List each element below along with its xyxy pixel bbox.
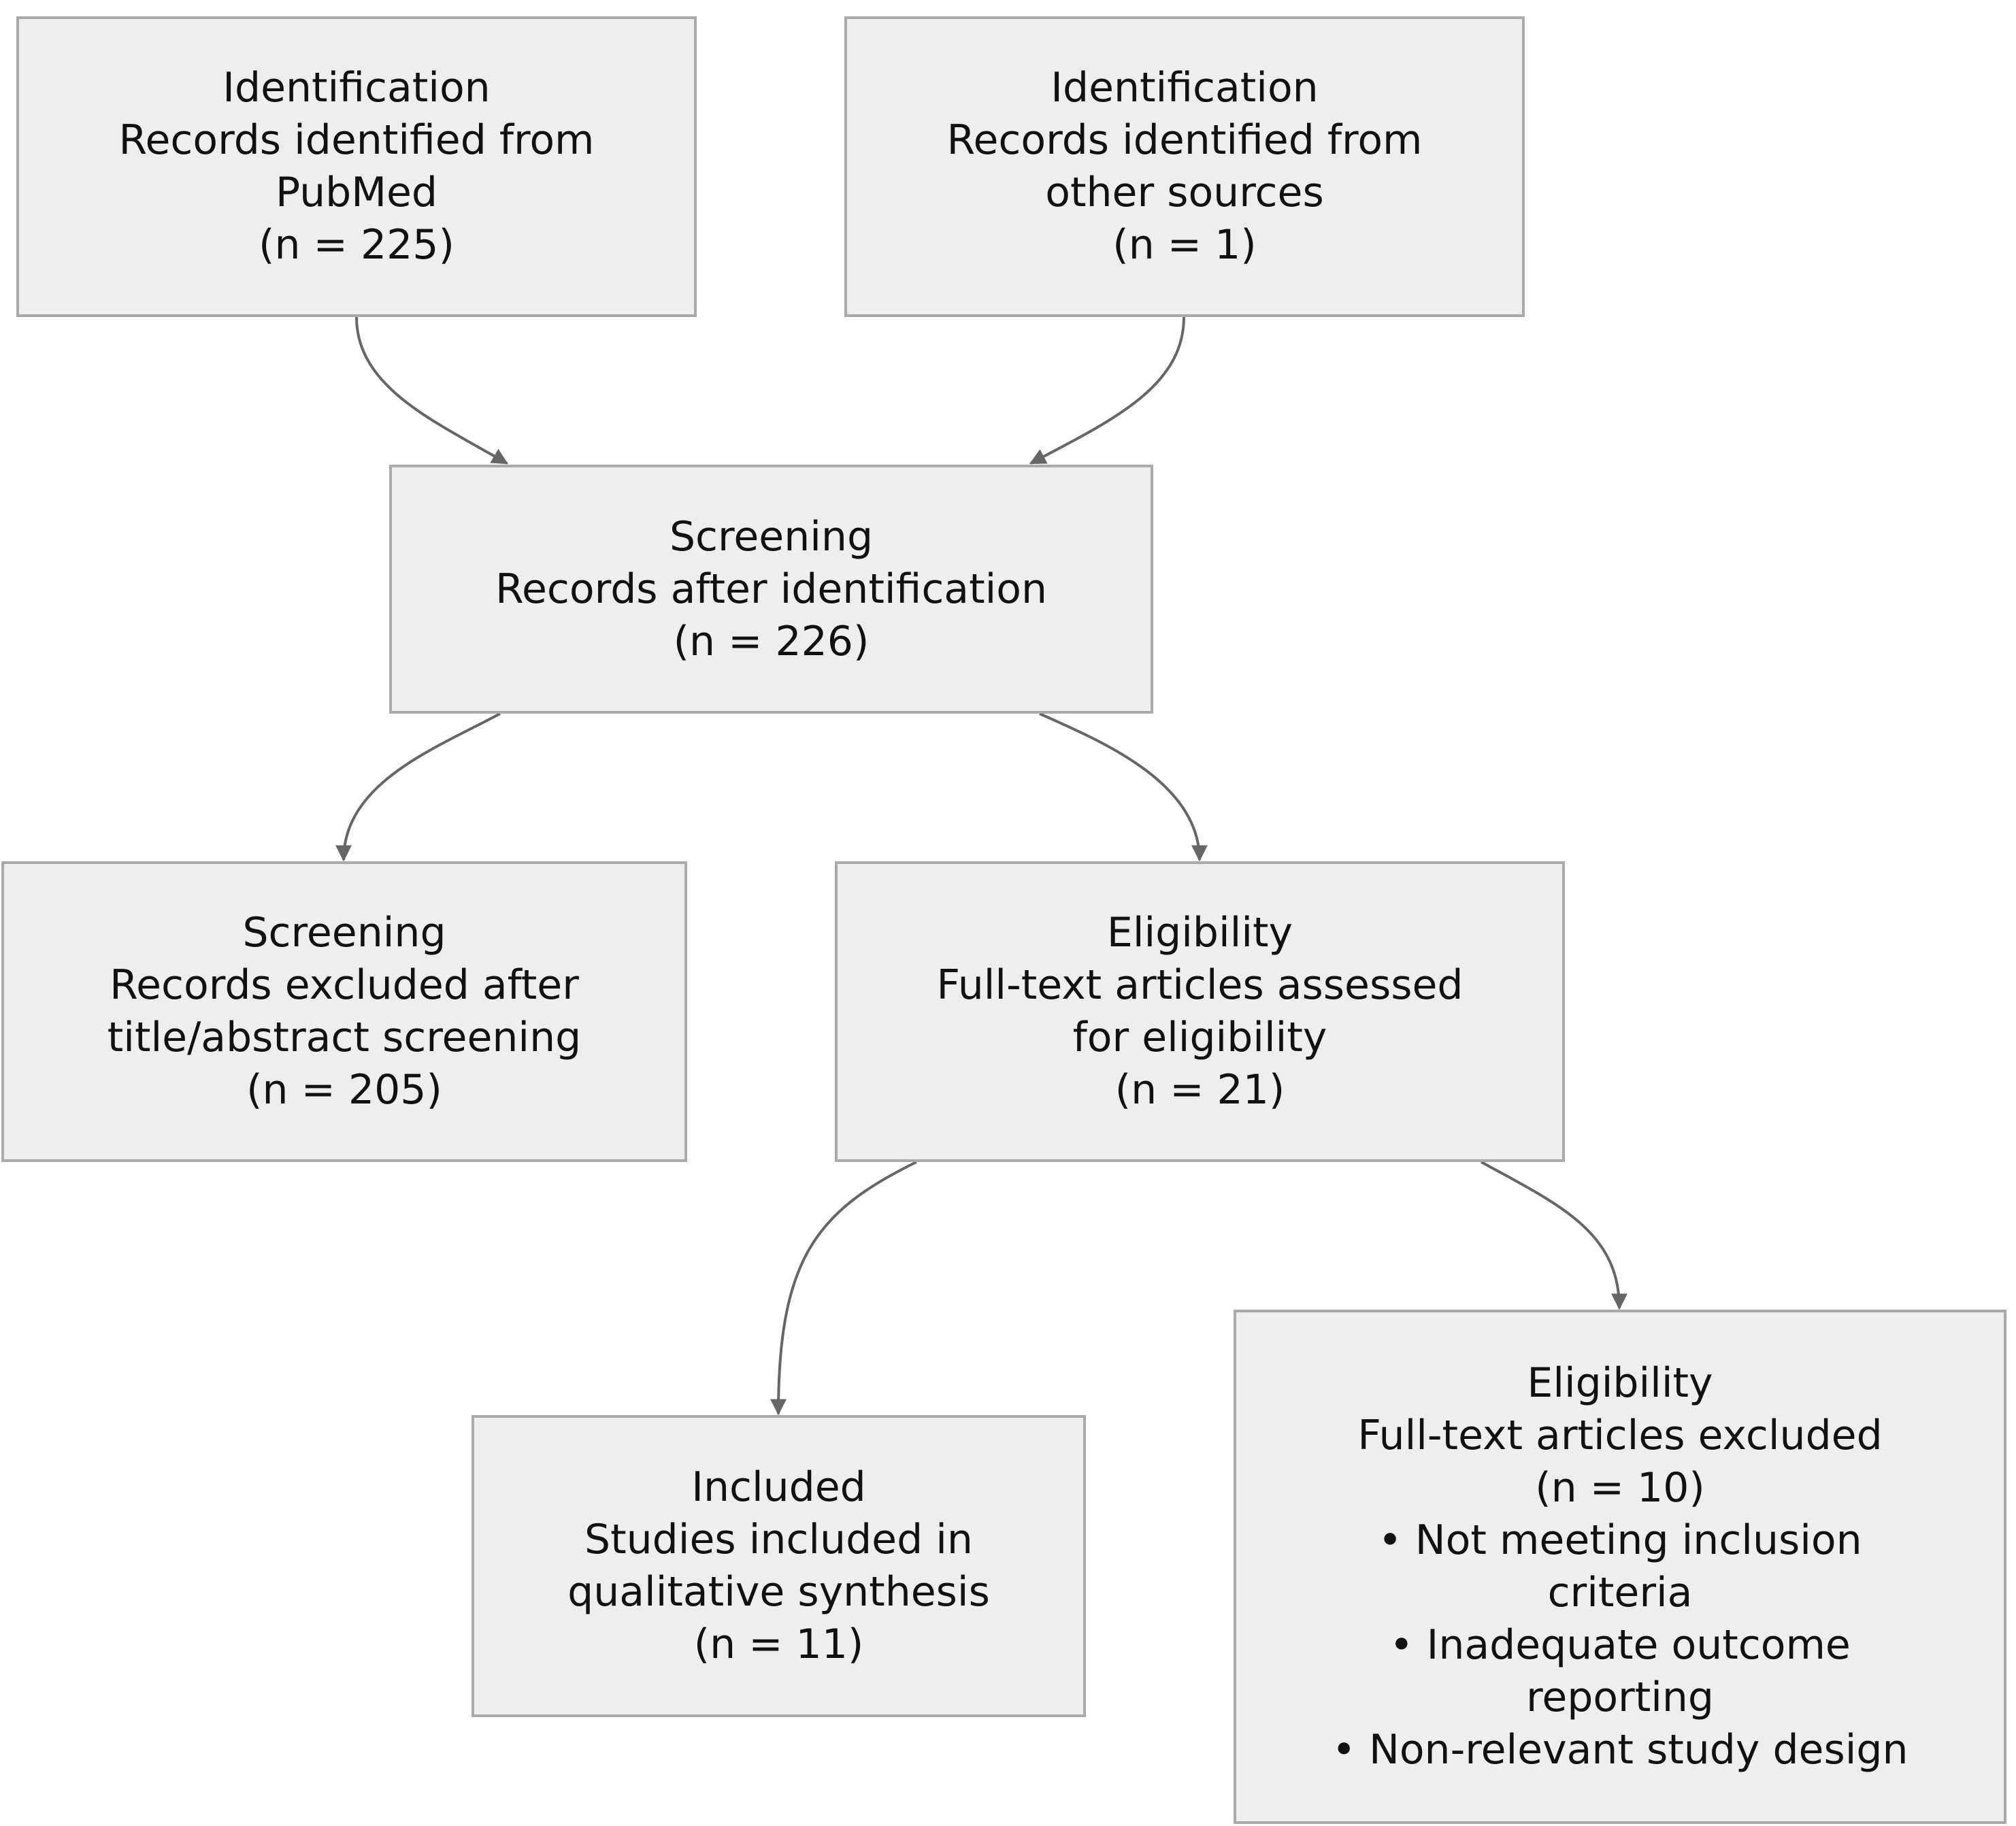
box-description: Full-text articles excluded (1357, 1412, 1883, 1459)
arrow-fulltext-to-included (770, 1161, 917, 1416)
stage-label: Identification (222, 64, 491, 112)
box-description: Records identified from (118, 116, 595, 164)
exclusion-reason: • Inadequate outcome (1389, 1621, 1851, 1669)
screening-records-box: Screening Records after identification (… (389, 465, 1153, 714)
box-description: for eligibility (1072, 1014, 1327, 1061)
stage-label: Screening (242, 909, 446, 957)
identification-pubmed-box: Identification Records identified from P… (16, 16, 697, 317)
record-count: (n = 11) (693, 1621, 864, 1668)
arrow-pubmed-to-screening (355, 316, 509, 465)
arrow-fulltext-to-ftexcluded (1481, 1161, 1627, 1310)
included-studies-box: Included Studies included in qualitative… (472, 1415, 1086, 1717)
exclusion-reason: • Not meeting inclusion (1378, 1516, 1862, 1564)
box-description: Full-text articles assessed (936, 961, 1464, 1009)
box-description: Studies included in (584, 1516, 973, 1563)
record-count: (n = 10) (1535, 1464, 1705, 1512)
exclusion-reason: • Non-relevant study design (1332, 1726, 1908, 1774)
arrow-screening-to-excluded (335, 712, 501, 862)
exclusion-reason: criteria (1547, 1569, 1693, 1616)
arrow-screening-to-fulltext (1039, 712, 1208, 862)
eligibility-assessed-box: Eligibility Full-text articles assessed … (835, 861, 1565, 1162)
eligibility-excluded-box: Eligibility Full-text articles excluded … (1234, 1310, 2006, 1824)
record-count: (n = 226) (673, 617, 870, 665)
identification-other-sources-box: Identification Records identified from o… (844, 16, 1525, 317)
stage-label: Eligibility (1106, 909, 1293, 957)
stage-label: Identification (1051, 64, 1319, 112)
record-count: (n = 21) (1114, 1066, 1285, 1114)
box-description: qualitative synthesis (567, 1568, 990, 1616)
screening-excluded-box: Screening Records excluded after title/a… (1, 861, 687, 1162)
box-description: other sources (1045, 169, 1324, 216)
box-description: title/abstract screening (107, 1014, 582, 1061)
stage-label: Included (691, 1463, 866, 1511)
box-description: Records excluded after (110, 961, 579, 1009)
box-description: PubMed (275, 169, 437, 216)
exclusion-reason: reporting (1525, 1674, 1715, 1721)
record-count: (n = 225) (259, 221, 455, 269)
box-description: Records after identification (495, 565, 1048, 613)
stage-label: Screening (669, 512, 874, 561)
arrow-other-to-screening (1029, 316, 1185, 465)
box-description: Records identified from (946, 116, 1423, 164)
stage-label: Eligibility (1527, 1359, 1713, 1407)
record-count: (n = 1) (1112, 221, 1257, 269)
record-count: (n = 205) (246, 1066, 442, 1114)
